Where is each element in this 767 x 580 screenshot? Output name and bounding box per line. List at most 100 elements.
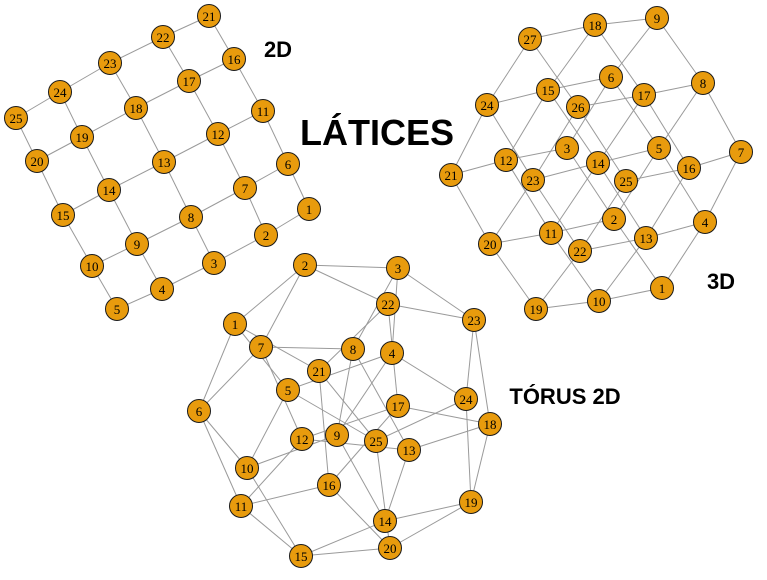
node-label: 15 bbox=[542, 83, 555, 98]
torus-2d-edge-16-17 bbox=[328, 405, 399, 486]
node-circle bbox=[276, 378, 300, 402]
lattice-2d-node-16: 16 bbox=[222, 47, 246, 71]
torus-2d-edge-11-16 bbox=[240, 484, 330, 507]
node-circle bbox=[276, 152, 300, 176]
node-label: 4 bbox=[702, 215, 709, 230]
lattice-3d-edge-14-17 bbox=[597, 94, 645, 164]
torus-2d-edge-1-2 bbox=[234, 264, 306, 325]
lattice-3d-edge-2-3 bbox=[566, 147, 615, 220]
torus-2d-edge-13-18 bbox=[408, 423, 491, 451]
lattice-2d-node-14: 14 bbox=[97, 178, 121, 202]
node-circle bbox=[599, 65, 623, 89]
node-circle bbox=[568, 239, 592, 263]
lattice-3d-node-20: 20 bbox=[478, 232, 502, 256]
node-label: 23 bbox=[468, 313, 481, 328]
lattice-3d-node-23: 23 bbox=[521, 168, 545, 192]
torus-2d-node-8: 8 bbox=[341, 337, 365, 361]
lattice-3d-edge-13-16 bbox=[645, 167, 690, 239]
lattice-3d-node-26: 26 bbox=[566, 95, 590, 119]
node-circle bbox=[307, 359, 331, 383]
node-circle bbox=[80, 254, 104, 278]
lattice-3d-node-3: 3 bbox=[555, 136, 579, 160]
node-circle bbox=[536, 78, 560, 102]
node-label: 19 bbox=[530, 302, 543, 317]
node-circle bbox=[25, 149, 49, 173]
torus-2d-edge-2-3 bbox=[304, 264, 399, 269]
node-label: 10 bbox=[241, 461, 254, 476]
lattice-3d-edge-20-23 bbox=[489, 179, 534, 245]
lattice-3d-node-14: 14 bbox=[586, 151, 610, 175]
torus-2d-node-19: 19 bbox=[459, 490, 483, 514]
torus-2d-edge-13-14 bbox=[384, 449, 410, 522]
node-label: 21 bbox=[203, 9, 216, 24]
node-label: 16 bbox=[228, 52, 242, 67]
torus-2d-edge-24-25 bbox=[375, 398, 467, 442]
node-circle bbox=[555, 136, 579, 160]
node-label: 23 bbox=[527, 173, 540, 188]
node-circle bbox=[297, 197, 321, 221]
lattice-2d-node-10: 10 bbox=[80, 254, 104, 278]
torus-2d-edge-10-15 bbox=[246, 467, 302, 557]
torus-2d-edge-5-10 bbox=[246, 389, 289, 469]
node-circle bbox=[729, 140, 753, 164]
lattice-3d-edge-4-7 bbox=[704, 151, 742, 223]
lattice-3d-node-7: 7 bbox=[729, 140, 753, 164]
torus-2d-edge-19-24 bbox=[465, 398, 472, 503]
torus-2d-edge-8-9 bbox=[336, 348, 354, 436]
node-label: 18 bbox=[484, 417, 497, 432]
torus-2d-edge-19-20 bbox=[389, 501, 472, 549]
node-circle bbox=[249, 335, 273, 359]
lattice-3d-edge-10-13 bbox=[598, 237, 647, 302]
torus-2d-node-2: 2 bbox=[293, 253, 317, 277]
lattice-3d-edge-14-15 bbox=[547, 89, 599, 164]
torus-2d-edge-18-23 bbox=[473, 319, 491, 425]
node-label: 9 bbox=[334, 428, 341, 443]
node-label: 25 bbox=[10, 111, 23, 126]
node-label: 4 bbox=[389, 346, 396, 361]
lattice-3d-edge-25-26 bbox=[577, 106, 627, 182]
torus-2d-edge-17-18 bbox=[397, 405, 491, 425]
node-circle bbox=[233, 176, 257, 200]
lattice-3d-node-19: 19 bbox=[524, 297, 548, 321]
node-circle bbox=[150, 277, 174, 301]
torus-2d-node-1: 1 bbox=[223, 312, 247, 336]
lattice-3d-edge-7-8 bbox=[702, 82, 742, 153]
lattice-3d-edge-3-6 bbox=[566, 76, 612, 149]
lattice-3d-edge-19-22 bbox=[535, 250, 581, 310]
node-label: 6 bbox=[196, 404, 203, 419]
node-circle bbox=[632, 83, 656, 107]
lattice-2d-node-17: 17 bbox=[177, 69, 201, 93]
node-circle bbox=[645, 6, 669, 30]
torus-2d-node-21: 21 bbox=[307, 359, 331, 383]
node-label: 22 bbox=[382, 297, 395, 312]
torus-2d-edge-25-21 bbox=[318, 370, 377, 442]
lattice-3d-edge-13-14 bbox=[597, 162, 647, 239]
node-circle bbox=[341, 337, 365, 361]
node-label: 1 bbox=[232, 317, 239, 332]
torus-2d-edge-21-1 bbox=[234, 323, 320, 372]
torus-2d-edge-18-19 bbox=[470, 423, 491, 503]
node-label: 14 bbox=[379, 514, 393, 529]
node-circle bbox=[177, 69, 201, 93]
torus-2d-edge-2-7 bbox=[260, 264, 306, 348]
torus-2d-edge-22-23 bbox=[387, 303, 475, 321]
node-label: 14 bbox=[592, 156, 606, 171]
node-label: 11 bbox=[545, 226, 558, 241]
node-label: 13 bbox=[403, 443, 416, 458]
torus-2d-edge-20-16 bbox=[328, 484, 391, 549]
torus-2d-node-12: 12 bbox=[290, 427, 314, 451]
torus-2d-node-16: 16 bbox=[317, 473, 341, 497]
torus-2d-node-5: 5 bbox=[276, 378, 300, 402]
node-circle bbox=[223, 312, 247, 336]
node-label: 10 bbox=[593, 294, 606, 309]
node-circle bbox=[317, 473, 341, 497]
lattice-2d-node-1: 1 bbox=[297, 197, 321, 221]
torus-2d-edge-4-9 bbox=[336, 352, 393, 436]
node-circle bbox=[125, 232, 149, 256]
node-circle bbox=[4, 106, 28, 130]
lattice-3d-edge-10-11 bbox=[550, 232, 600, 302]
node-label: 4 bbox=[159, 282, 166, 297]
lattice-3d-edge-22-23 bbox=[532, 179, 581, 252]
lattice-2d-node-19: 19 bbox=[70, 125, 94, 149]
torus-2d-edge-14-15 bbox=[300, 520, 386, 557]
